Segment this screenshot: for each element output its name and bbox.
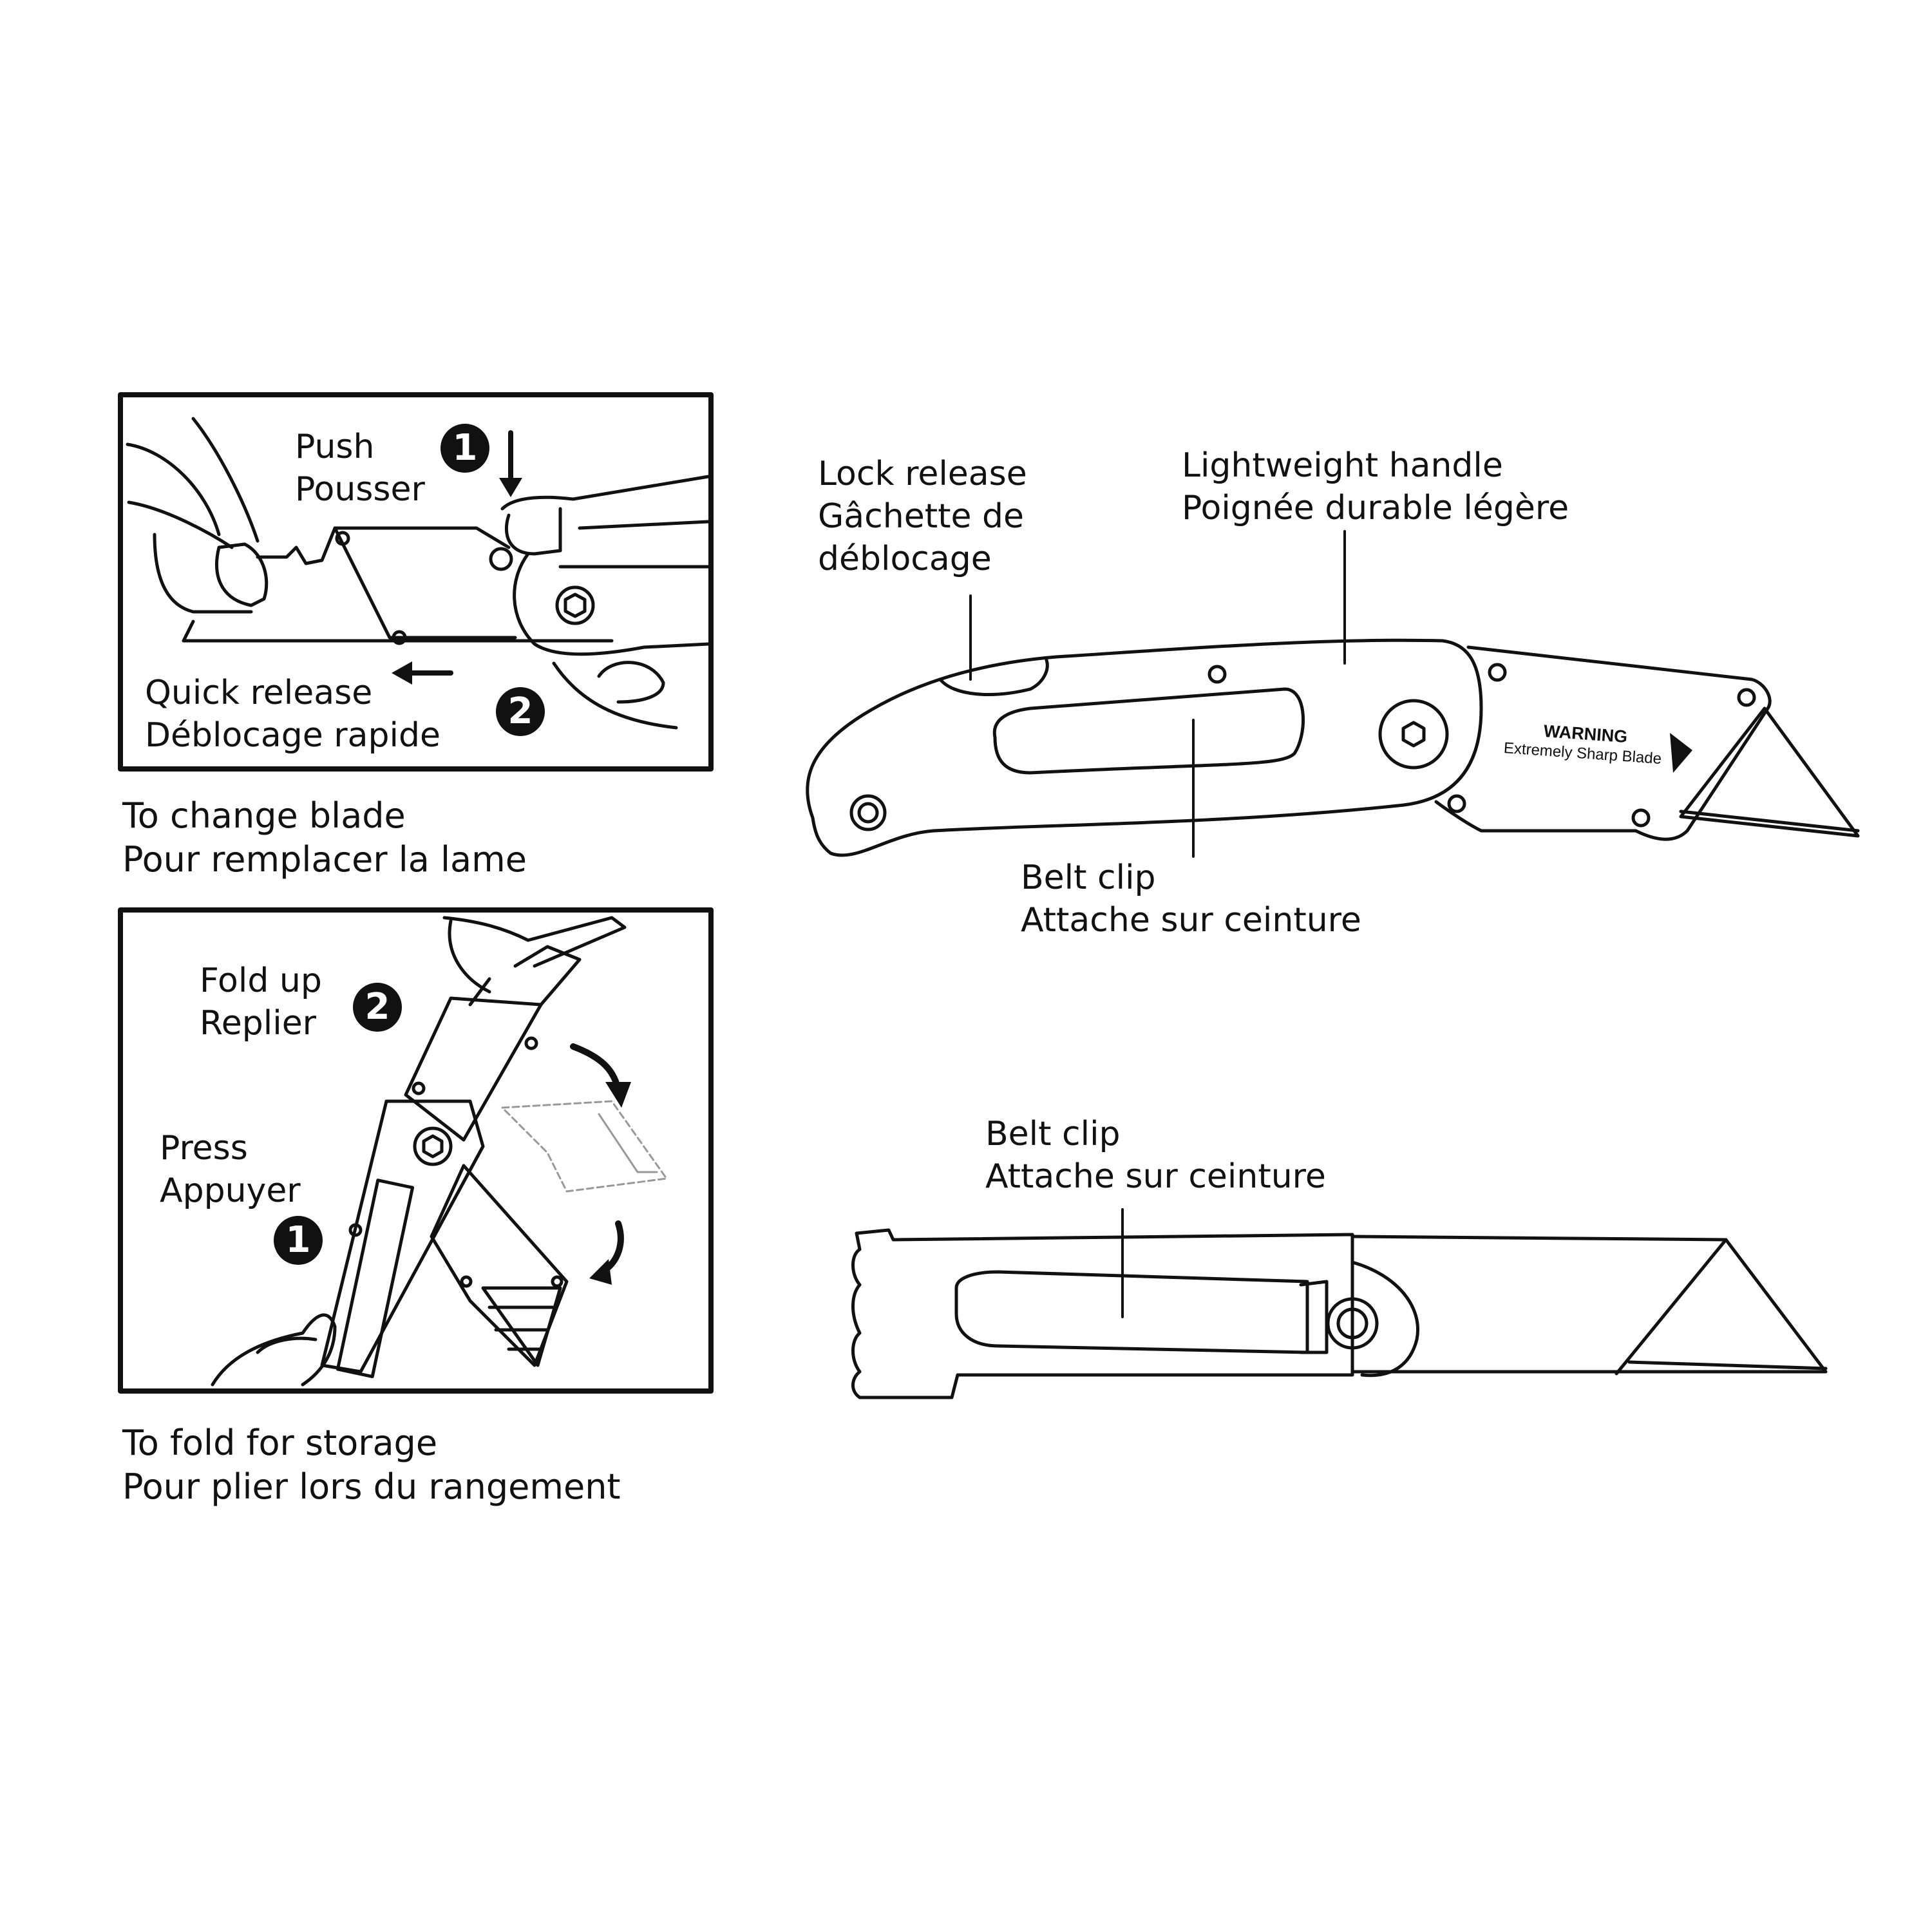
fold-up-label-fr: Replier xyxy=(200,1004,317,1043)
press-label: Press Appuyer xyxy=(160,1127,301,1212)
belt-clip-label-fr: Attache sur ceinture xyxy=(1021,901,1361,940)
push-arrow-head xyxy=(499,478,522,497)
push-label-fr: Pousser xyxy=(295,470,425,509)
change-blade-caption: To change blade Pour remplacer la lame xyxy=(122,794,527,882)
fold-storage-panel xyxy=(118,907,714,1394)
side-belt-clip-label-en: Belt clip xyxy=(985,1115,1121,1153)
press-label-en: Press xyxy=(160,1129,248,1168)
side-belt-clip-label: Belt clip Attache sur ceinture xyxy=(985,1113,1326,1198)
change-blade-caption-fr: Pour remplacer la lame xyxy=(122,839,527,880)
fold-step-2-badge: 2 xyxy=(353,983,402,1032)
lock-release-label-fr-1: Gâchette de xyxy=(818,497,1024,536)
handle-label-fr: Poignée durable légère xyxy=(1182,489,1569,527)
side-knife-drawing xyxy=(851,1228,1828,1399)
quick-release-label-en: Quick release xyxy=(145,674,373,712)
handle-label: Lightweight handle Poignée durable légèr… xyxy=(1182,444,1569,529)
push-label-en: Push xyxy=(295,428,375,466)
side-belt-clip-label-fr: Attache sur ceinture xyxy=(985,1157,1326,1196)
belt-clip-label: Belt clip Attache sur ceinture xyxy=(1021,857,1361,942)
open-knife-drawing xyxy=(806,638,1860,857)
warning-arrow xyxy=(1670,733,1692,773)
lock-release-label-fr-2: déblocage xyxy=(818,540,992,578)
press-label-fr: Appuyer xyxy=(160,1171,301,1210)
lock-release-label-en: Lock release xyxy=(818,455,1027,493)
fold-up-label: Fold up Replier xyxy=(200,960,322,1045)
belt-clip-label-en: Belt clip xyxy=(1021,858,1156,897)
lock-release-label: Lock release Gâchette de déblocage xyxy=(818,453,1027,580)
quick-release-label: Quick release Déblocage rapide xyxy=(145,672,440,757)
fold-storage-caption-en: To fold for storage xyxy=(122,1423,438,1463)
quick-release-label-fr: Déblocage rapide xyxy=(145,716,440,755)
fold-storage-caption: To fold for storage Pour plier lors du r… xyxy=(122,1421,621,1509)
quick-release-arrow-head xyxy=(392,661,412,685)
fold-step-1-badge: 1 xyxy=(274,1216,323,1265)
fold-storage-caption-fr: Pour plier lors du rangement xyxy=(122,1466,621,1507)
change-blade-caption-en: To change blade xyxy=(122,795,406,836)
step-2-badge: 2 xyxy=(496,687,545,736)
change-blade-drawing xyxy=(126,417,710,730)
push-label: Push Pousser xyxy=(295,426,425,511)
fold-storage-drawing xyxy=(211,916,668,1387)
fold-up-label-en: Fold up xyxy=(200,961,322,1000)
change-blade-panel xyxy=(118,392,714,772)
handle-label-en: Lightweight handle xyxy=(1182,446,1503,485)
step-1-badge: 1 xyxy=(440,424,489,473)
